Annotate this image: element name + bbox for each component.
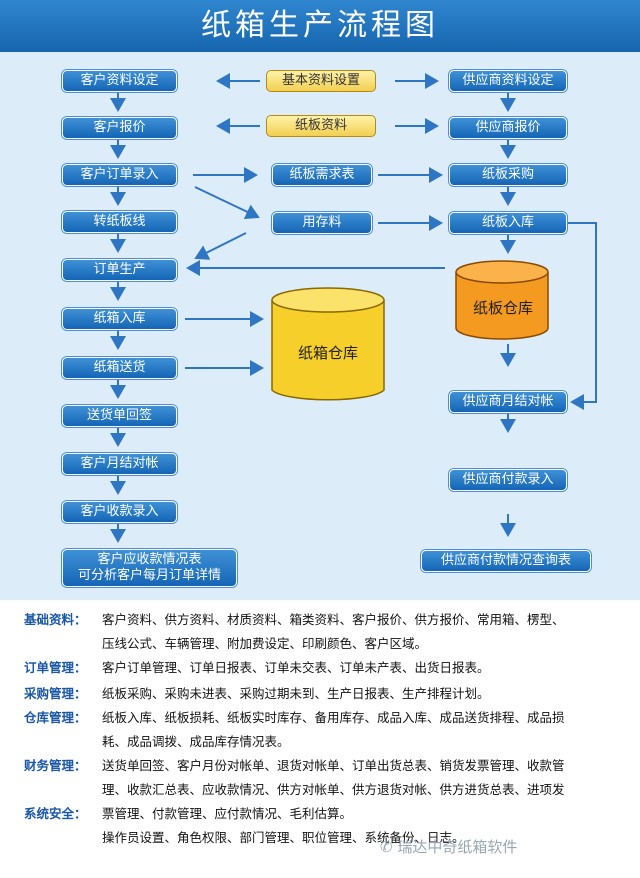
arrow (194, 232, 247, 260)
box-ship-node: 纸箱送货 (62, 357, 177, 379)
order-production-node: 订单生产 (62, 259, 177, 281)
module-system-security: 系统安全： 票管理、付款管理、应付款情况、毛利估算。 操作员设置、角色权限、部门… (24, 802, 624, 850)
module-text-line: 送货单回签、客户月份对帐单、退货对帐单、订单出货总表、销货发票管理、收款管 (102, 758, 565, 773)
module-basic-info: 基础资料： 客户资料、供方资料、材质资料、箱类资料、客户报价、供方报价、常用箱、… (24, 608, 624, 656)
module-name: 基础资料： (24, 612, 87, 627)
basic-info-node: 基本资料设置 (266, 70, 376, 92)
delivery-return-node: 送货单回签 (62, 405, 177, 427)
wechat-icon: ✆ (380, 838, 398, 856)
box-warehouse-cylinder (271, 287, 385, 401)
module-name: 订单管理： (24, 660, 87, 675)
module-text-line: 耗、成品调拨、成品库存情况表。 (102, 734, 290, 749)
customer-receipt-node: 客户收款录入 (62, 501, 177, 523)
module-name: 系统安全： (24, 806, 87, 821)
box-warehouse-label: 纸箱仓库 (297, 344, 358, 362)
board-info-node: 纸板资料 (266, 115, 376, 137)
customer-monthly-node: 客户月结对帐 (62, 453, 177, 475)
module-order: 订单管理： 客户订单管理、订单日报表、订单未交表、订单未产表、出货日报表。 (24, 656, 624, 680)
title-bar: 纸箱生产流程图 (0, 0, 640, 52)
flow-arrows (110, 73, 597, 543)
board-purchase-node: 纸板采购 (449, 164, 567, 186)
customer-receivable-line-2: 可分析客户每月订单详情 (77, 568, 221, 583)
supplier-payment-query-node: 供应商付款情况查询表 (421, 550, 591, 572)
board-demand-node: 纸板需求表 (272, 164, 372, 186)
module-text-line: 客户订单管理、订单日报表、订单未交表、订单未产表、出货日报表。 (102, 660, 490, 675)
board-warehouse-cylinder (455, 260, 549, 340)
module-text-line: 客户资料、供方资料、材质资料、箱类资料、客户报价、供方报价、常用箱、楞型、 (102, 612, 565, 627)
customer-receivable-line-1: 客户应收款情况表 (97, 552, 202, 567)
module-text-line: 压线公式、车辆管理、附加费设定、印刷颜色、客户区域。 (102, 636, 428, 651)
board-in-node: 纸板入库 (449, 212, 567, 234)
module-name: 仓库管理： (24, 710, 87, 725)
module-text-line: 操作员设置、角色权限、部门管理、职位管理、系统备份、日志。 (102, 830, 465, 845)
customer-receivable-node: 客户应收款情况表 可分析客户每月订单详情 (62, 549, 237, 587)
module-text-line: 纸板入库、纸板损耗、纸板实时库存、备用库存、成品入库、成品送货排程、成品损 (102, 710, 565, 725)
arrow-group (110, 73, 597, 543)
flow-diagram: 纸箱仓库 纸板仓库 客户资料设定 客户报价 客户订单录入 转纸板线 订单生产 纸… (0, 52, 640, 600)
module-text-line: 票管理、付款管理、应付款情况、毛利估算。 (102, 806, 353, 821)
module-name: 财务管理： (24, 758, 87, 773)
supplier-monthly-node: 供应商月结对帐 (449, 391, 567, 413)
supplier-info-node: 供应商资料设定 (449, 70, 567, 92)
module-text-line: 纸板采购、采购未进表、采购过期未到、生产日报表、生产排程计划。 (102, 686, 490, 701)
page-title: 纸箱生产流程图 (201, 8, 439, 43)
module-name: 采购管理： (24, 686, 87, 701)
module-text-line: 理、收款汇总表、应收款情况、供方对帐单、供方退货对帐、供方进货总表、进项发 (102, 782, 565, 797)
customer-info-node: 客户资料设定 (62, 70, 177, 92)
module-purchase: 采购管理： 纸板采购、采购未进表、采购过期未到、生产日报表、生产排程计划。 (24, 682, 624, 706)
customer-quote-node: 客户报价 (62, 117, 177, 139)
watermark-text: 瑞达中奇纸箱软件 (397, 838, 518, 856)
module-finance: 财务管理： 送货单回签、客户月份对帐单、退货对帐单、订单出货总表、销货发票管理、… (24, 754, 624, 802)
watermark: ✆ 瑞达中奇纸箱软件 (380, 836, 517, 857)
arrow (194, 186, 260, 220)
box-in-node: 纸箱入库 (62, 308, 177, 330)
arrow (564, 222, 597, 410)
module-warehouse: 仓库管理： 纸板入库、纸板损耗、纸板实时库存、备用库存、成品入库、成品送货排程、… (24, 706, 624, 754)
customer-order-node: 客户订单录入 (62, 164, 177, 186)
module-list: 基础资料： 客户资料、供方资料、材质资料、箱类资料、客户报价、供方报价、常用箱、… (0, 600, 640, 878)
board-warehouse-label: 纸板仓库 (472, 299, 533, 317)
to-line-node: 转纸板线 (62, 211, 177, 233)
supplier-quote-node: 供应商报价 (449, 117, 567, 139)
use-stock-node: 用存料 (272, 212, 372, 234)
supplier-payment-node: 供应商付款录入 (449, 469, 567, 491)
